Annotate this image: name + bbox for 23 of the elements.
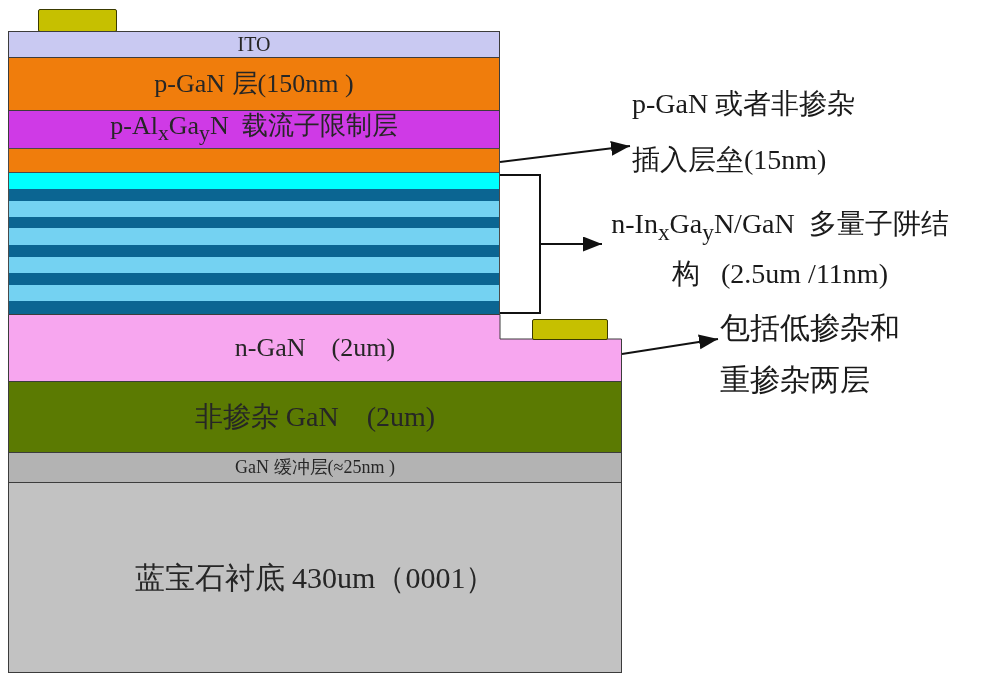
semiconductor-layer — [8, 57, 500, 111]
electrode-pad — [532, 319, 608, 340]
layer-label: n-GaN (2um) — [234, 333, 396, 363]
semiconductor-layer — [8, 452, 622, 483]
layer-label: 蓝宝石衬底 430um（0001） — [134, 560, 496, 595]
layer-label: p-GaN 层(150nm ) — [154, 69, 354, 99]
layer-label: 非掺杂 GaN (2um) — [194, 401, 436, 433]
semiconductor-layer — [8, 110, 500, 149]
annotation-text: 包括低掺杂和重掺杂两层 — [720, 302, 920, 406]
leader-arrow — [499, 140, 631, 163]
leader-arrow — [621, 334, 719, 355]
annotation-text: n-In$_{x}$Ga$_{y}$N/GaN 多量子阱结构 (2.5um /11nm) — [604, 199, 956, 299]
semiconductor-layer — [8, 148, 500, 173]
striped-layer-stack — [8, 172, 500, 315]
bracket-arrow — [499, 174, 603, 314]
layer-label: GaN 缓冲层(≈25nm ) — [235, 457, 395, 478]
semiconductor-layer — [8, 381, 622, 453]
electrode-pad — [38, 9, 117, 32]
annotation-text: p-GaN 或者非掺杂插入层垒(15nm) — [632, 76, 876, 188]
layer-label: ITO — [237, 33, 271, 56]
layer-label: p-Al$_{x}$Ga$_{y}$N 载流子限制层 — [110, 110, 398, 148]
semiconductor-layer — [8, 482, 622, 673]
semiconductor-layer — [8, 31, 500, 58]
